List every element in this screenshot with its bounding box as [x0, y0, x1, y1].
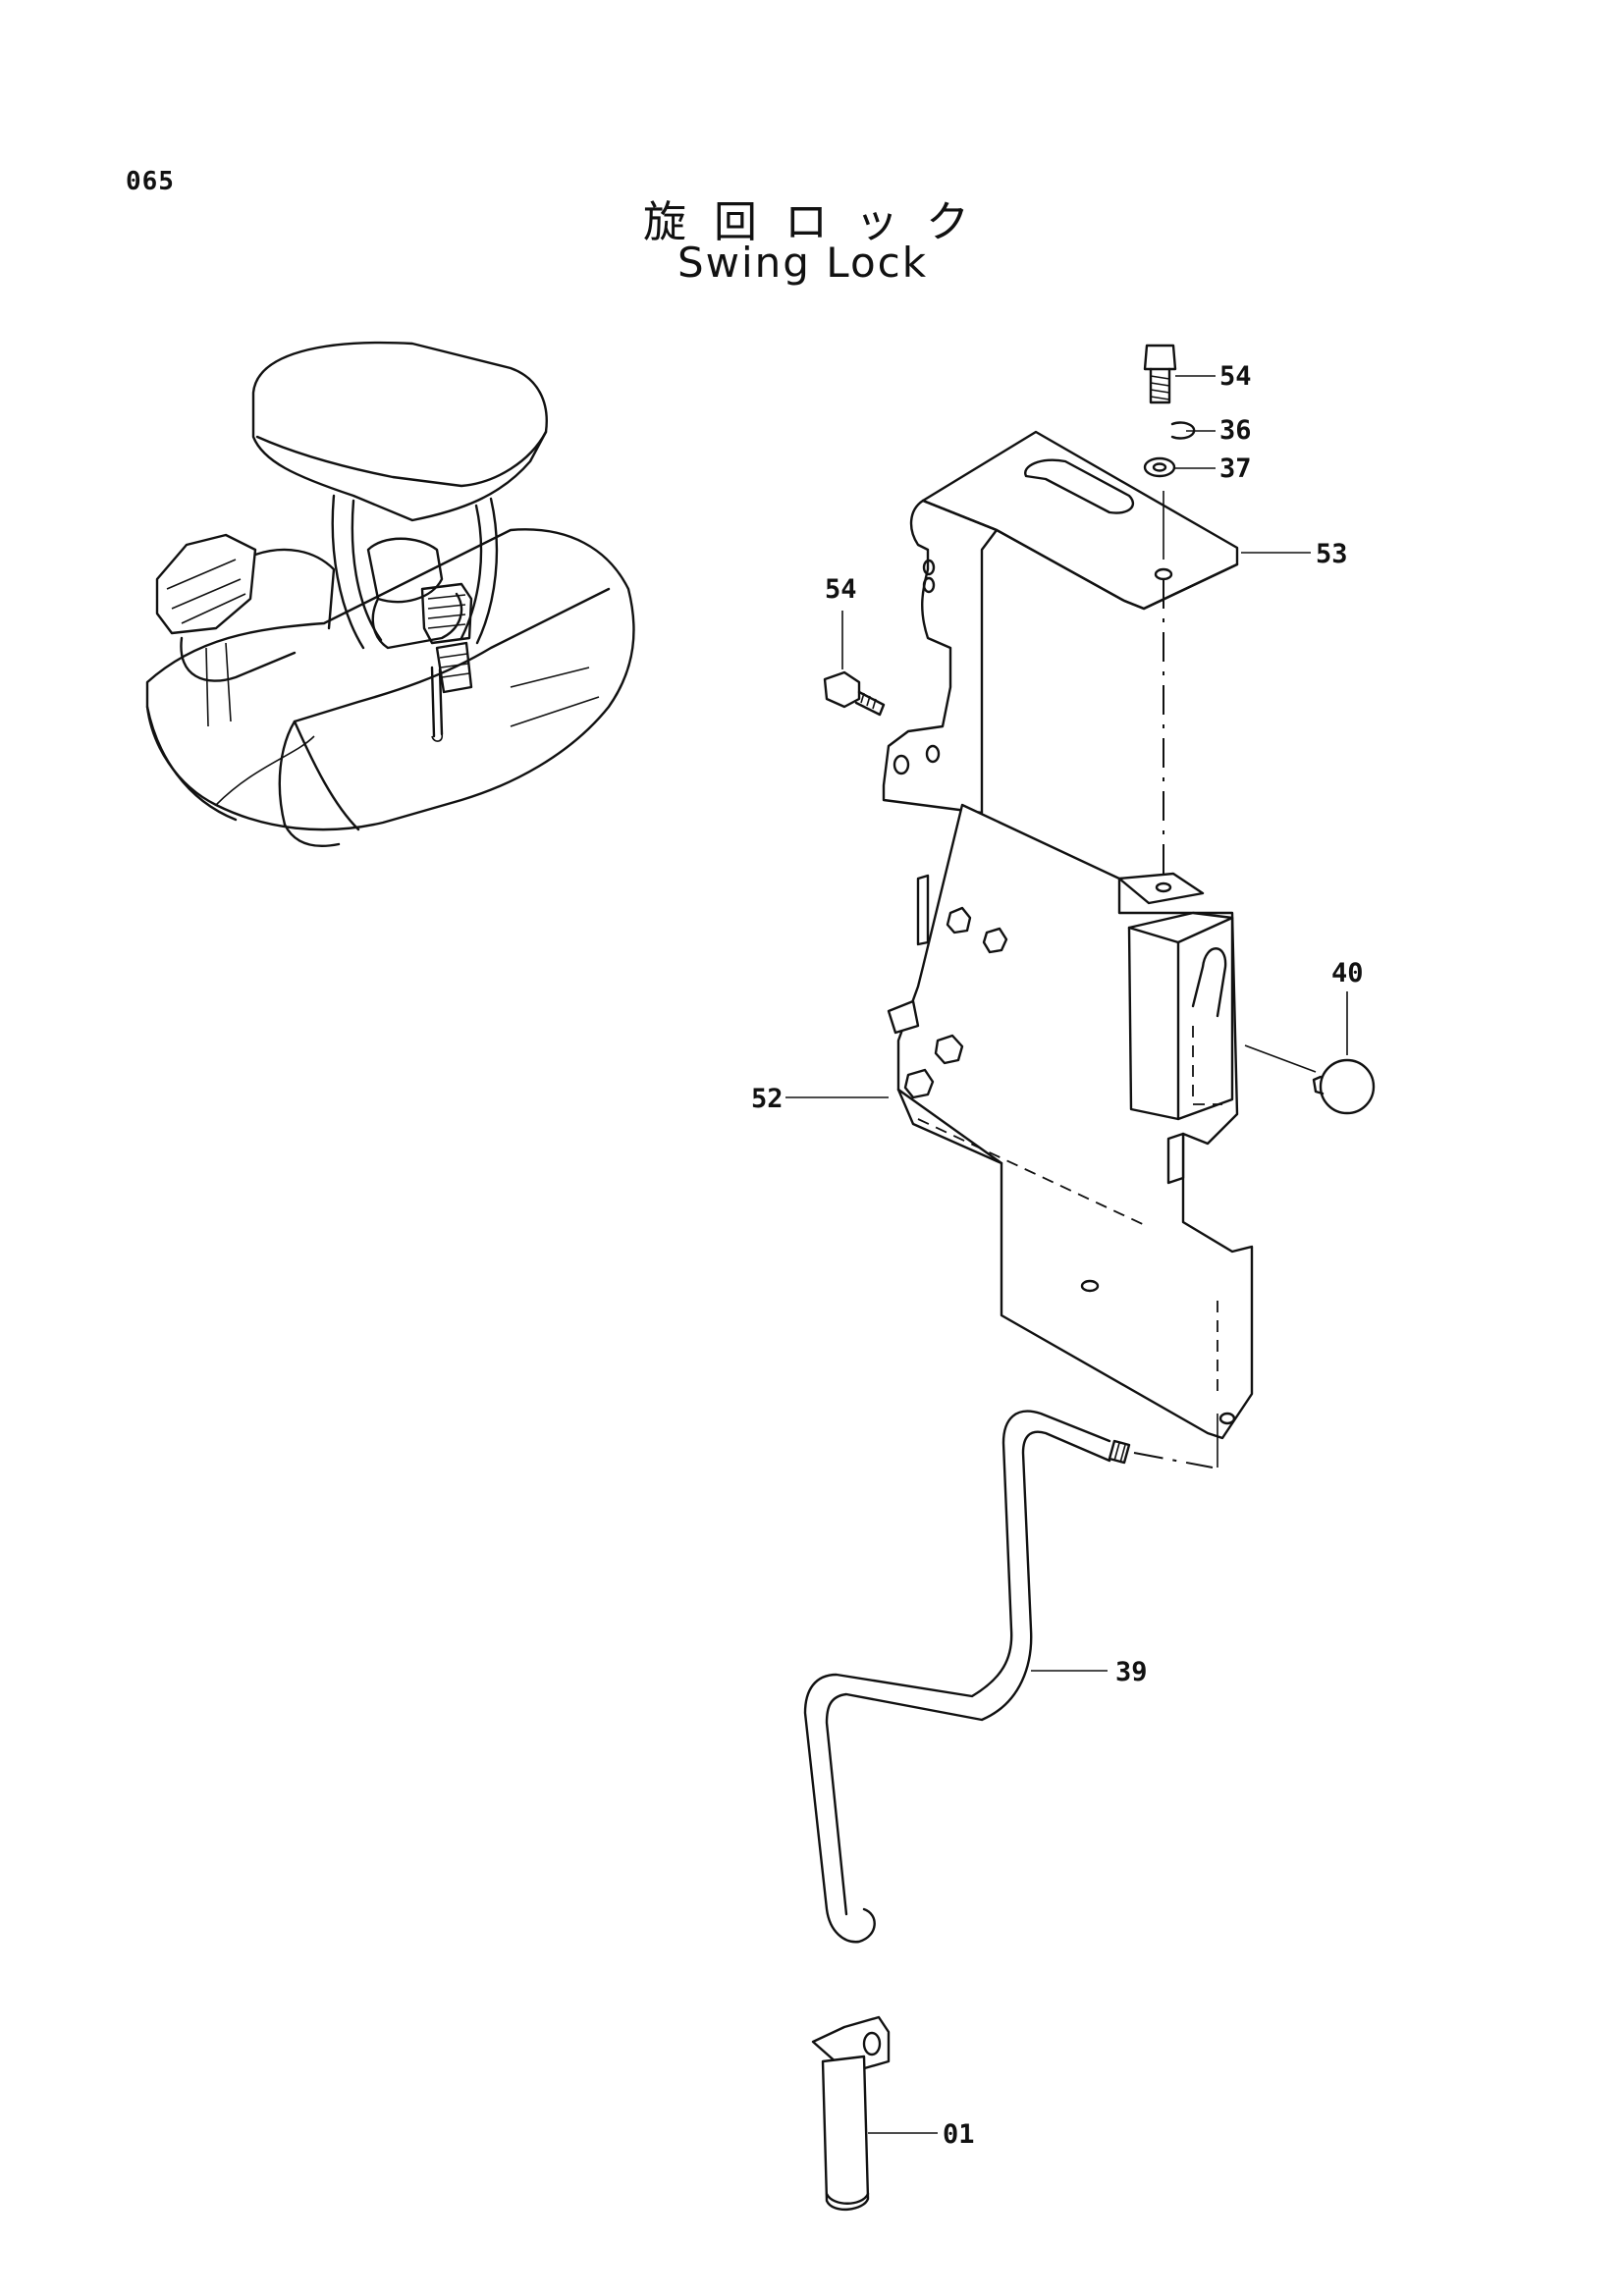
part-53-bracket [882, 430, 1239, 815]
part-37-washer [1143, 456, 1176, 478]
part-54-bolt-top [1143, 344, 1177, 404]
label-part-52: 52 [751, 1084, 784, 1114]
page-title-english: Swing Lock [677, 239, 929, 287]
label-part-36: 36 [1219, 415, 1252, 446]
label-part-01: 01 [943, 2119, 975, 2150]
page-number: 065 [126, 167, 175, 196]
part-01-pin [811, 2015, 891, 2211]
label-part-54-top: 54 [1219, 361, 1252, 392]
label-part-37: 37 [1219, 454, 1252, 484]
machine-overview-illustration [145, 341, 635, 847]
part-52-plate [887, 803, 1254, 1440]
part-39-rod [803, 1410, 1131, 1944]
part-40-knob [1312, 1058, 1376, 1115]
label-part-54-left: 54 [825, 574, 857, 605]
label-part-53: 53 [1316, 539, 1348, 569]
label-part-40: 40 [1331, 958, 1364, 988]
page-title-japanese: 旋回ロック [643, 197, 997, 247]
label-part-39: 39 [1115, 1657, 1148, 1687]
part-54-bolt-left [823, 670, 886, 717]
